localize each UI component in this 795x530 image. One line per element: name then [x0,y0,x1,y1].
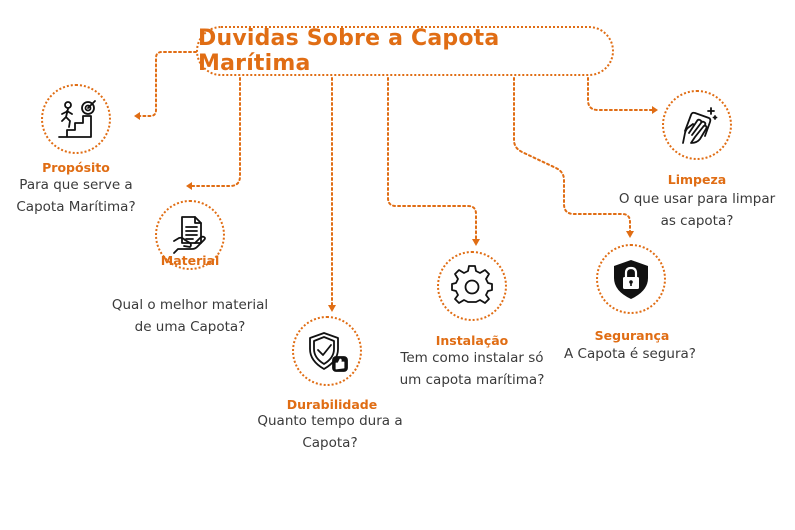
node-desc-line: O que usar para limpar [618,191,776,207]
node-desc-line: Para que serve a [19,177,133,193]
node-desc-line: Tem como instalar só [400,350,544,366]
connector-material [189,77,241,187]
node-desc-line: Capota Marítima? [16,199,136,215]
node-label-limpeza: Limpeza [667,172,727,187]
material-icon-circle [155,200,225,270]
limpeza-icon-circle [662,90,732,160]
node-desc-line: Qual o melhor material [111,297,269,313]
document-hand-icon [173,216,206,254]
node-label-material: Material [160,253,220,268]
node-desc-limpeza: O que usar para limpar as capota? [617,188,777,232]
node-label-proposito: Propósito [42,160,110,175]
node-desc-line: Capota? [302,435,358,451]
connector-limpeza [587,77,653,111]
node-desc-line: A Capota é segura? [564,346,696,362]
node-desc-material: Qual o melhor material de uma Capota? [105,294,275,338]
node-desc-durabilidade: Quanto tempo dura a Capota? [250,410,410,454]
connector-proposito [137,51,197,117]
instalacao-icon-circle [437,251,507,321]
node-desc-line: um capota marítima? [399,372,545,388]
node-desc-line: de uma Capota? [134,319,246,335]
connector-instalacao [387,77,477,241]
node-label-seguranca: Segurança [594,328,670,343]
seguranca-icon-circle [596,244,666,314]
node-desc-line: as capota? [660,213,734,229]
connector-seguranca [513,77,631,233]
shield-check-thumbs-up-icon [309,332,348,372]
cleaning-hand-icon [682,107,718,144]
durabilidade-icon-circle [292,316,362,386]
node-label-durabilidade: Durabilidade [286,397,378,412]
node-desc-proposito: Para que serve a Capota Marítima? [6,174,146,218]
shield-lock-icon [614,260,648,299]
diagram-title: Duvidas Sobre a Capota Marítima [196,26,614,76]
node-label-instalacao: Instalação [435,333,509,348]
gear-icon [451,265,493,304]
node-desc-line: Quanto tempo dura a [257,413,403,429]
stairs-target-icon [58,100,96,138]
node-desc-seguranca: A Capota é segura? [553,343,707,365]
node-desc-instalacao: Tem como instalar só um capota marítima? [392,347,552,391]
proposito-icon-circle [41,84,111,154]
